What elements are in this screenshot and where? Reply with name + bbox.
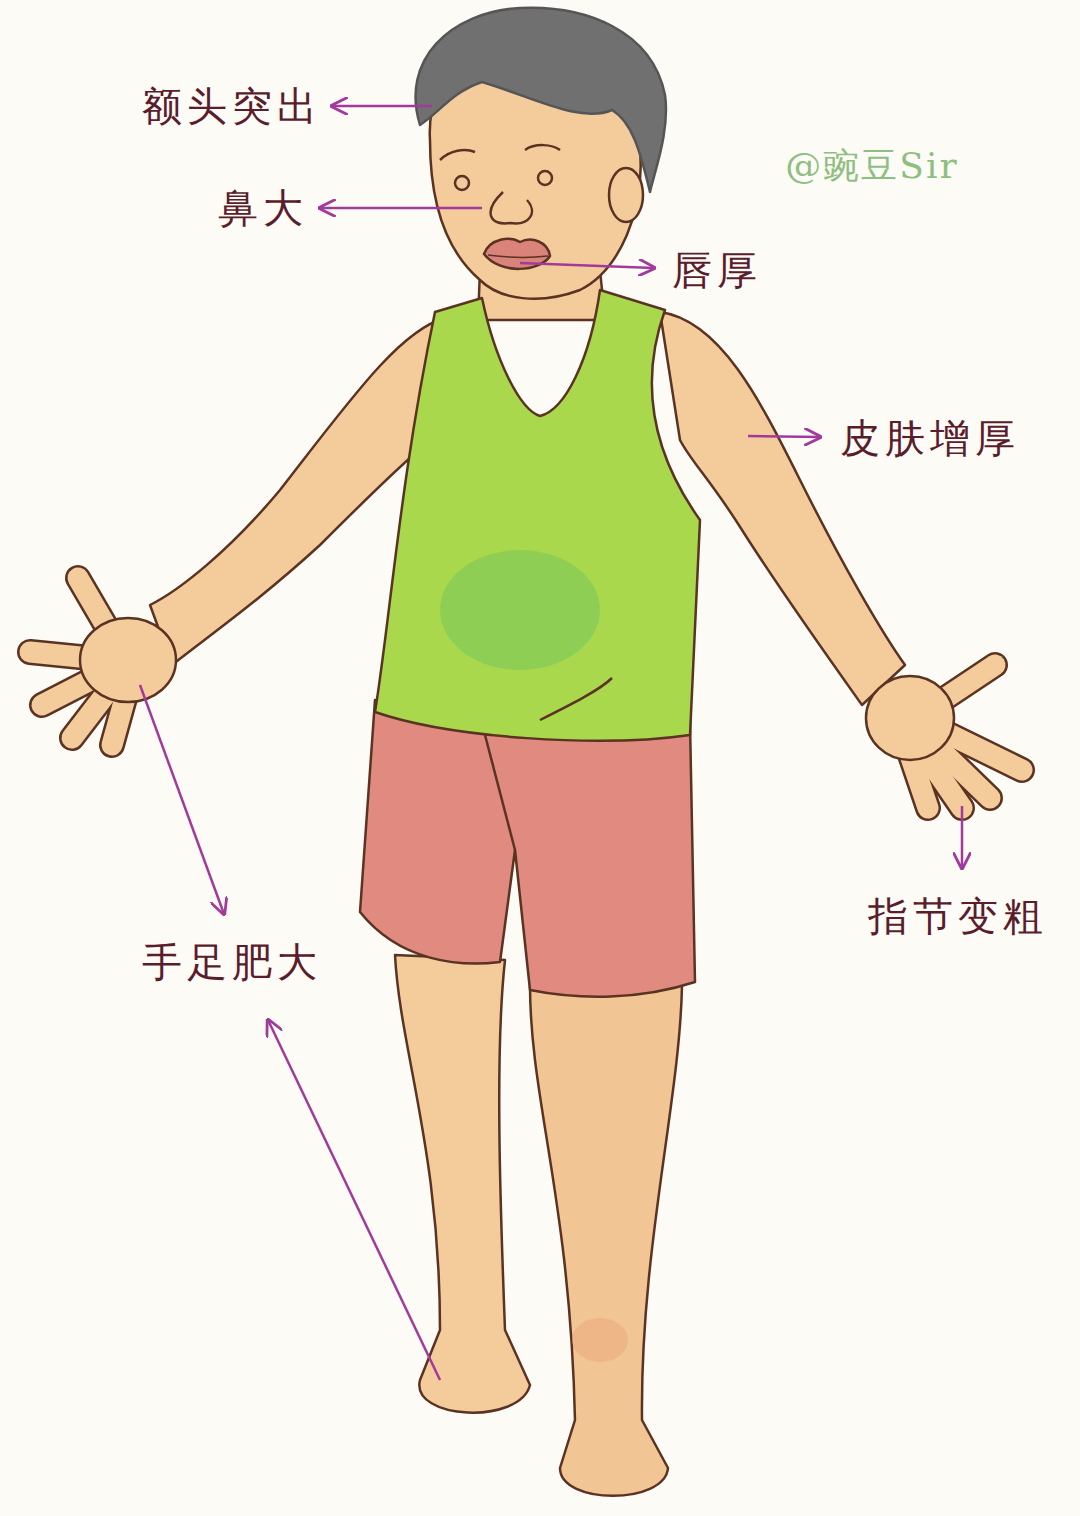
leader-arrow xyxy=(520,263,654,268)
right-hand xyxy=(866,665,1022,808)
callout-label: 唇厚 xyxy=(672,246,762,294)
callout-label: 指节变粗 xyxy=(868,892,1048,940)
leader-arrow xyxy=(961,806,964,868)
label-holder: 唇厚 xyxy=(672,246,762,294)
callout-label: 额头突出 xyxy=(142,82,322,130)
shorts-seam xyxy=(485,735,515,850)
leader-arrow xyxy=(268,1020,440,1380)
leader-arrow xyxy=(748,436,820,437)
nose xyxy=(491,192,532,223)
leader-arrow xyxy=(320,207,482,210)
leader-arrow xyxy=(332,105,432,108)
callout-label: 皮肤增厚 xyxy=(840,414,1020,462)
label-holder: 鼻大 xyxy=(218,184,308,232)
hair xyxy=(416,8,666,192)
label-holder: @豌豆Sir xyxy=(785,144,958,187)
watermark: @豌豆Sir xyxy=(785,144,958,187)
skin-shade xyxy=(572,1318,628,1362)
right-leg xyxy=(530,985,682,1496)
ear xyxy=(609,168,643,222)
shorts xyxy=(360,700,695,997)
leader-arrows xyxy=(140,106,962,1380)
label-holder: 手足肥大 xyxy=(142,938,322,986)
leader-arrow xyxy=(140,685,224,914)
label-holder: 额头突出 xyxy=(142,82,322,130)
eye xyxy=(455,176,469,190)
figure xyxy=(30,8,1022,1496)
lip-line xyxy=(488,255,548,257)
left-leg xyxy=(395,955,530,1413)
label-holder: 指节变粗 xyxy=(868,892,1048,940)
right-arm xyxy=(660,312,905,705)
eye xyxy=(538,171,552,185)
callout-label: 鼻大 xyxy=(218,184,308,232)
shirt-shade xyxy=(440,550,600,670)
eyebrows xyxy=(440,145,560,160)
tank-top xyxy=(375,290,700,741)
callout-label: 手足肥大 xyxy=(142,938,322,986)
shirt-fold xyxy=(540,678,612,720)
label-holder: 皮肤增厚 xyxy=(840,414,1020,462)
